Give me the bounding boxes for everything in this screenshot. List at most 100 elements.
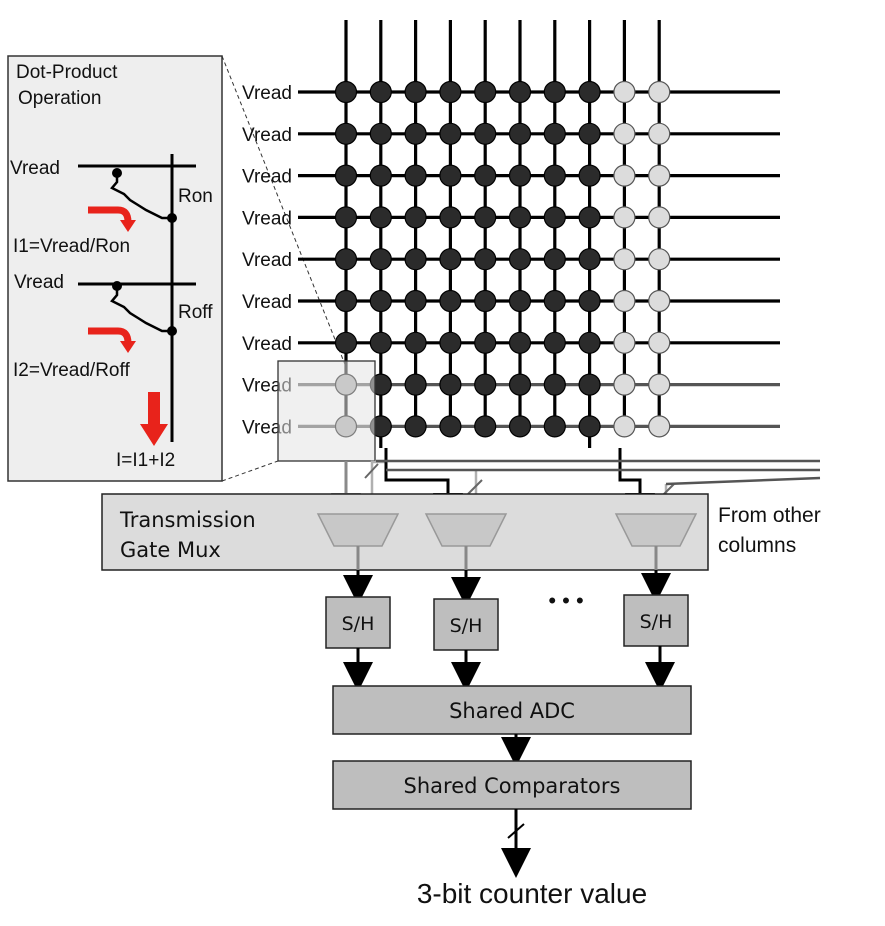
crossbar-cell-r5-c2 [369, 248, 392, 271]
crossbar-cell-r1-c8 [578, 80, 601, 104]
current-arrowhead-i1 [120, 220, 136, 232]
crossbar-cell-r9-c9 [613, 415, 636, 438]
crossbar-cell-r9-c3 [404, 415, 427, 438]
sample-hold-1-label: S/H [342, 613, 375, 635]
current-arrow-i2 [88, 327, 132, 344]
crossbar-cell-r3-c6 [508, 164, 532, 187]
inset-vread-bottom: Vread [14, 272, 64, 293]
crossbar-cell-r9-c7 [543, 415, 566, 438]
crossbar-cell-r4-c6 [508, 206, 532, 229]
sum-current-arrow [148, 392, 160, 426]
sample-hold-2-label: S/H [450, 615, 483, 637]
crossbar-cell-r6-c4 [439, 289, 462, 313]
crossbar-cell-r9-c5 [474, 415, 497, 438]
row-label-2: Vread [242, 125, 292, 146]
bus-slash [467, 479, 483, 495]
zoom-line-bottom [221, 460, 279, 482]
crossbar-cell-r4-c4 [439, 206, 462, 229]
crossbar-cell-r2-c3 [404, 122, 427, 145]
zoom-highlight-box [277, 360, 376, 462]
crossbar-cell-r3-c7 [543, 164, 566, 187]
sample-hold-3 [623, 594, 689, 647]
row-label-7: Vread [242, 334, 292, 355]
crossbar-cell-r1-c6 [508, 80, 532, 104]
crossbar-cell-r2-c4 [439, 122, 462, 145]
crossbar-cell-r2-c10 [648, 122, 671, 145]
label-i2: I2=Vread/Roff [13, 360, 130, 381]
crossbar-cell-r8-c9 [613, 373, 636, 396]
inset-node [167, 326, 177, 336]
crossbar-cell-r7-c1 [334, 331, 358, 354]
output-bus-slash [507, 823, 525, 839]
crossbar-cell-r9-c4 [439, 415, 462, 438]
crossbar-cell-r5-c8 [578, 248, 601, 271]
crossbar-cell-r6-c3 [404, 289, 427, 313]
crossbar-cell-r6-c7 [543, 289, 566, 313]
crossbar-cell-r7-c5 [474, 331, 497, 354]
crossbar-cell-r9-c10 [648, 415, 671, 438]
crossbar-cell-r4-c9 [613, 206, 636, 229]
crossbar-cell-r5-c6 [508, 248, 532, 271]
current-arrow-i1 [88, 206, 132, 223]
crossbar-cell-r8-c10 [648, 373, 671, 396]
crossbar-cell-r4-c7 [543, 206, 566, 229]
crossbar-cell-r8-c5 [474, 373, 497, 396]
output-label: 3-bit counter value [417, 878, 647, 909]
row-label-1: Vread [242, 83, 292, 104]
crossbar-cell-r3-c1 [334, 164, 358, 187]
bus-line-3 [665, 476, 821, 486]
crossbar-cell-r6-c5 [474, 289, 497, 313]
crossbar-cell-r4-c8 [578, 206, 601, 229]
crossbar-cell-r6-c10 [648, 289, 671, 313]
mux-label-line1: Transmission [119, 508, 256, 532]
mux-label-line2: Gate Mux [120, 538, 221, 562]
ellipsis: • • • [548, 588, 583, 613]
crossbar-array: VreadVreadVreadVreadVreadVreadVreadVread… [242, 20, 780, 448]
crossbar-cell-r1-c7 [543, 80, 566, 104]
row-label-4: Vread [242, 208, 292, 229]
crossbar-cell-r7-c3 [404, 331, 427, 354]
crossbar-cell-r1-c2 [369, 80, 392, 104]
resistor-ron [110, 173, 172, 220]
crossbar-cell-r1-c10 [648, 80, 671, 104]
row-label-3: Vread [242, 167, 292, 188]
crossbar-cell-r7-c2 [369, 331, 392, 354]
crossbar-cell-r8-c8 [578, 373, 601, 396]
crossbar-cell-r8-c4 [439, 373, 462, 396]
crossbar-cell-r3-c2 [369, 164, 392, 187]
crossbar-cell-r1-c9 [613, 80, 636, 104]
sample-hold-row: S/H S/H S/H • • • [325, 588, 689, 651]
crossbar-cell-r6-c1 [334, 289, 358, 313]
crossbar-cell-r1-c4 [439, 80, 462, 104]
other-columns-line2: columns [718, 534, 796, 557]
crossbar-cell-r4-c5 [474, 206, 497, 229]
crossbar-cell-r8-c7 [543, 373, 566, 396]
dot-product-inset: Dot-Product Operation Vread Ron I1=Vread… [7, 55, 223, 482]
crossbar-cell-r5-c10 [648, 248, 671, 271]
crossbar-cell-r3-c3 [404, 164, 427, 187]
crossbar-cell-r2-c7 [543, 122, 566, 145]
crossbar-cell-r7-c8 [578, 331, 601, 354]
mux-trapezoid-3 [614, 513, 698, 547]
shared-comparators [332, 760, 692, 810]
row-label-6: Vread [242, 292, 292, 313]
crossbar-cell-r8-c6 [508, 373, 532, 396]
crossbar-cell-r3-c10 [648, 164, 671, 187]
crossbar-cell-r4-c10 [648, 206, 671, 229]
label-i1: I1=Vread/Ron [13, 236, 130, 257]
crossbar-cell-r9-c8 [578, 415, 601, 438]
crossbar-cell-r8-c3 [404, 373, 427, 396]
mux-trapezoid-1 [316, 513, 400, 547]
crossbar-cell-r7-c10 [648, 331, 671, 354]
sum-current-arrowhead [140, 424, 168, 446]
crossbar-cell-r5-c9 [613, 248, 636, 271]
sample-hold-1 [325, 596, 391, 649]
row-label-5: Vread [242, 250, 292, 271]
resistor-roff [110, 286, 172, 333]
crossbar-cell-r7-c7 [543, 331, 566, 354]
inset-title-line2: Operation [18, 88, 101, 109]
crossbar-cell-r2-c5 [474, 122, 497, 145]
crossbar-cell-r7-c9 [613, 331, 636, 354]
crossbar-cell-r3-c5 [474, 164, 497, 187]
